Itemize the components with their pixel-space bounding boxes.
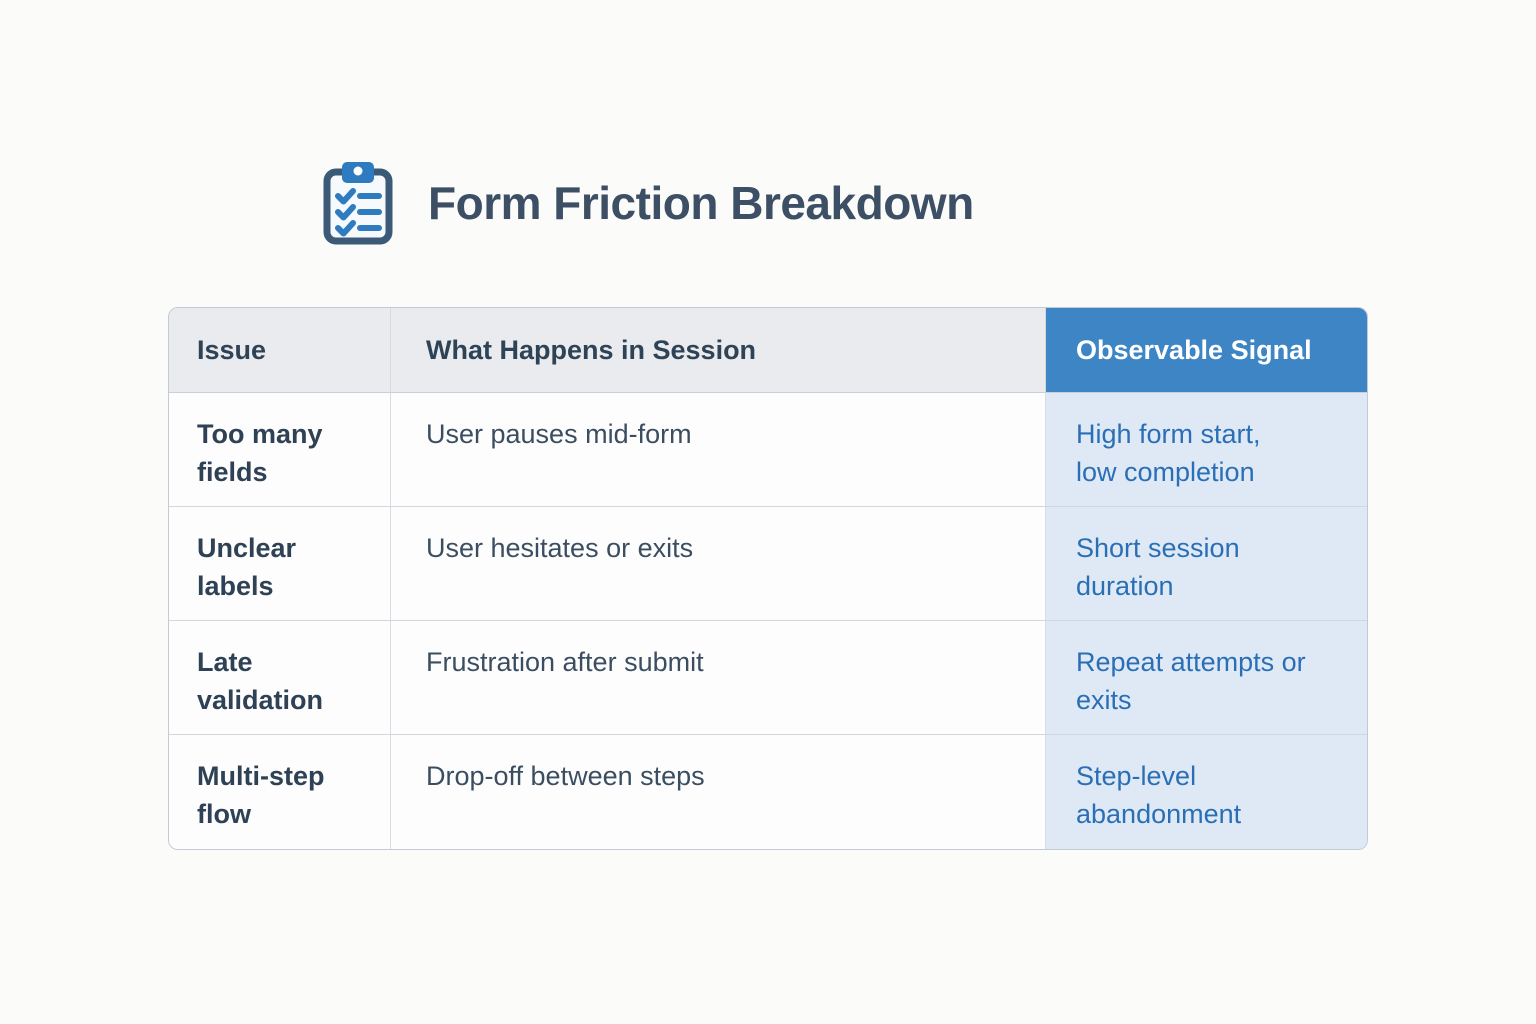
page-header: Form Friction Breakdown (322, 160, 974, 246)
signal-cell: Short session duration (1046, 507, 1367, 621)
table-row: Unclear labels User hesitates or exits S… (169, 507, 1367, 621)
session-cell: User pauses mid-form (391, 393, 1046, 507)
session-cell: User hesitates or exits (391, 507, 1046, 621)
session-cell: Frustration after submit (391, 621, 1046, 735)
table-header-row: Issue What Happens in Session Observable… (169, 308, 1367, 393)
signal-cell: Repeat attempts or exits (1046, 621, 1367, 735)
issue-cell: Late validation (169, 621, 391, 735)
table-row: Multi-step flow Drop-off between steps S… (169, 735, 1367, 849)
signal-cell: High form start, low completion (1046, 393, 1367, 507)
issue-cell: Too many fields (169, 393, 391, 507)
clipboard-checklist-icon (322, 160, 394, 246)
friction-table: Issue What Happens in Session Observable… (168, 307, 1368, 850)
issue-cell: Multi-step flow (169, 735, 391, 849)
column-header-signal: Observable Signal (1046, 308, 1367, 393)
session-cell: Drop-off between steps (391, 735, 1046, 849)
table-row: Late validation Frustration after submit… (169, 621, 1367, 735)
page-title: Form Friction Breakdown (428, 177, 974, 229)
table-row: Too many fields User pauses mid-form Hig… (169, 393, 1367, 507)
column-header-issue: Issue (169, 308, 391, 393)
issue-cell: Unclear labels (169, 507, 391, 621)
column-header-session: What Happens in Session (391, 308, 1046, 393)
signal-cell: Step-level abandonment (1046, 735, 1367, 849)
